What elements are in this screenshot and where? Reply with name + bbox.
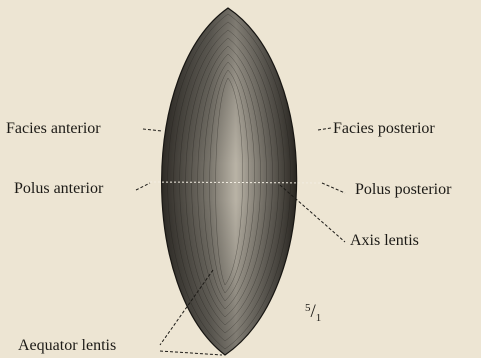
- leader-facies-posterior: [318, 128, 331, 130]
- label-axis-lentis: Axis lentis: [350, 233, 419, 249]
- magnification-numerator: 5: [305, 302, 311, 314]
- leader-polus-posterior: [322, 183, 345, 193]
- label-aequator-lentis: Aequator lentis: [18, 338, 116, 354]
- label-facies-anterior: Facies anterior: [6, 121, 101, 137]
- magnification-label: 5/1: [305, 302, 321, 321]
- leader-facies-anterior: [143, 129, 162, 131]
- leader-aequator-lentis-2: [160, 351, 222, 355]
- magnification-slash: /: [311, 301, 316, 322]
- label-facies-posterior: Facies posterior: [333, 121, 435, 137]
- leader-polus-anterior: [136, 183, 150, 190]
- label-polus-posterior: Polus posterior: [355, 182, 451, 198]
- magnification-denominator: 1: [316, 312, 322, 324]
- label-polus-anterior: Polus anterior: [14, 181, 103, 197]
